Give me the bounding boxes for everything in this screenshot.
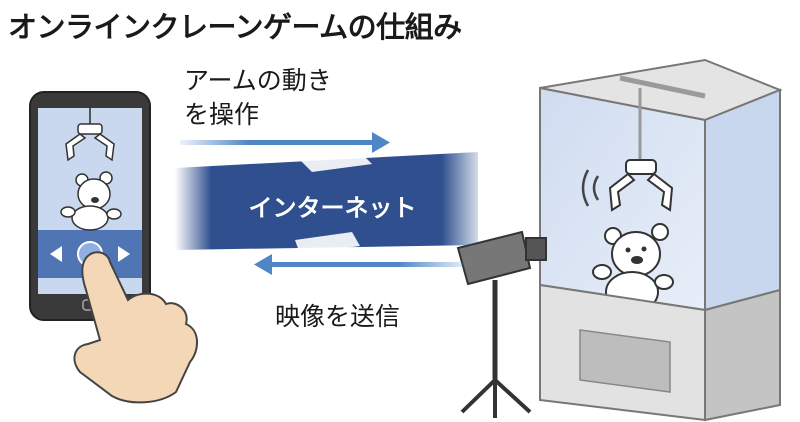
- operate-label-line1: アームの動き: [184, 66, 332, 95]
- hand-icon: [73, 251, 198, 404]
- arrow-operate-right: [180, 132, 390, 153]
- page-title: オンラインクレーンゲームの仕組み: [8, 10, 462, 44]
- camera-icon: [456, 230, 547, 418]
- video-label: 映像を送信: [275, 302, 401, 331]
- operate-label-line2: を操作: [184, 100, 260, 129]
- crane-claw-icon: [608, 159, 674, 212]
- internet-banner: [175, 152, 478, 250]
- arrow-video-left: [254, 254, 468, 275]
- crane-machine: [539, 58, 783, 422]
- internet-label: インターネット: [248, 194, 417, 222]
